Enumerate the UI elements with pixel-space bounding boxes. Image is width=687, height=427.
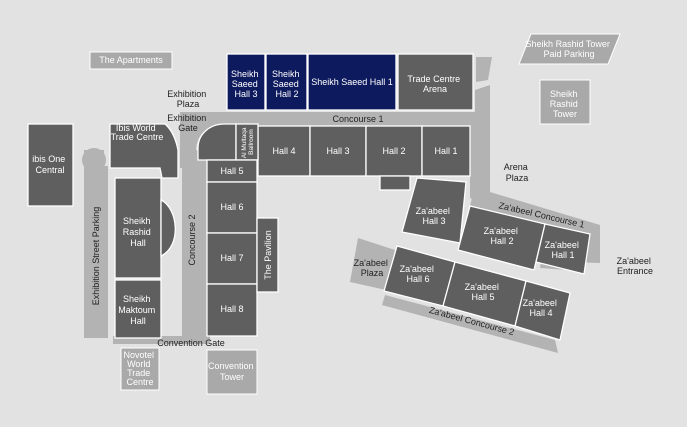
the-apartments[interactable] [89,51,173,70]
the-pavilion[interactable] [256,217,279,293]
zaabeel-hall-4[interactable] [514,280,571,341]
sheikh-saeed-hall-1[interactable] [307,53,397,111]
sheikh-rashid-hall-curve [160,198,176,258]
ibis-world-trade-centre[interactable] [109,123,179,179]
exhibition-gate-hall[interactable] [197,123,237,161]
hall-7[interactable] [206,232,258,285]
hall-5[interactable] [206,159,258,183]
buildings [89,33,621,395]
ibis-one-central[interactable] [27,123,74,207]
trade-centre-ramp [476,57,492,82]
hall-connector [379,175,411,191]
zaabeel-plaza-area [350,238,395,290]
zaabeel-concourse-1-walkway [470,198,590,232]
sheikh-rashid-tower[interactable] [539,79,591,125]
zaabeel-entrance-label: Za'abeel Entrance [617,256,654,276]
hall-6[interactable] [206,181,258,234]
sheikh-saeed-hall-3[interactable] [226,53,266,111]
sheikh-maktoum-hall[interactable] [114,279,162,339]
sheikh-rashid-tower-paid-parking[interactable] [518,33,621,65]
hall-3[interactable] [309,125,367,177]
zaabeel-hall-6[interactable] [383,245,456,307]
al-multaqa-ballroom[interactable] [235,123,259,161]
novotel-world-trade-centre[interactable] [120,347,160,391]
zaabeel-concourse-2-walkway [382,295,558,353]
convention-tower[interactable] [206,349,258,395]
hall-1[interactable] [421,125,471,177]
concourse-2-walkway [113,150,210,344]
hall-2[interactable] [365,125,423,177]
zaabeel-hall-3[interactable] [401,177,467,244]
exhibition-street-parking-walkway [84,150,108,338]
sheikh-rashid-hall[interactable] [114,177,162,279]
halls [27,53,591,341]
zaabeel-hall-1[interactable] [535,223,591,275]
hall-8[interactable] [206,283,258,337]
hall-4[interactable] [257,125,311,177]
exhibition-plaza-label: Exhibition Plaza [167,89,209,109]
sheikh-saeed-hall-2[interactable] [265,53,308,111]
zaabeel-hall-2[interactable] [457,205,546,271]
parking-roundabout [82,148,106,172]
concourse-1-strip [258,112,490,126]
trade-centre-arena[interactable] [397,53,474,111]
arena-plaza-label: Arena Plaza [504,162,531,183]
